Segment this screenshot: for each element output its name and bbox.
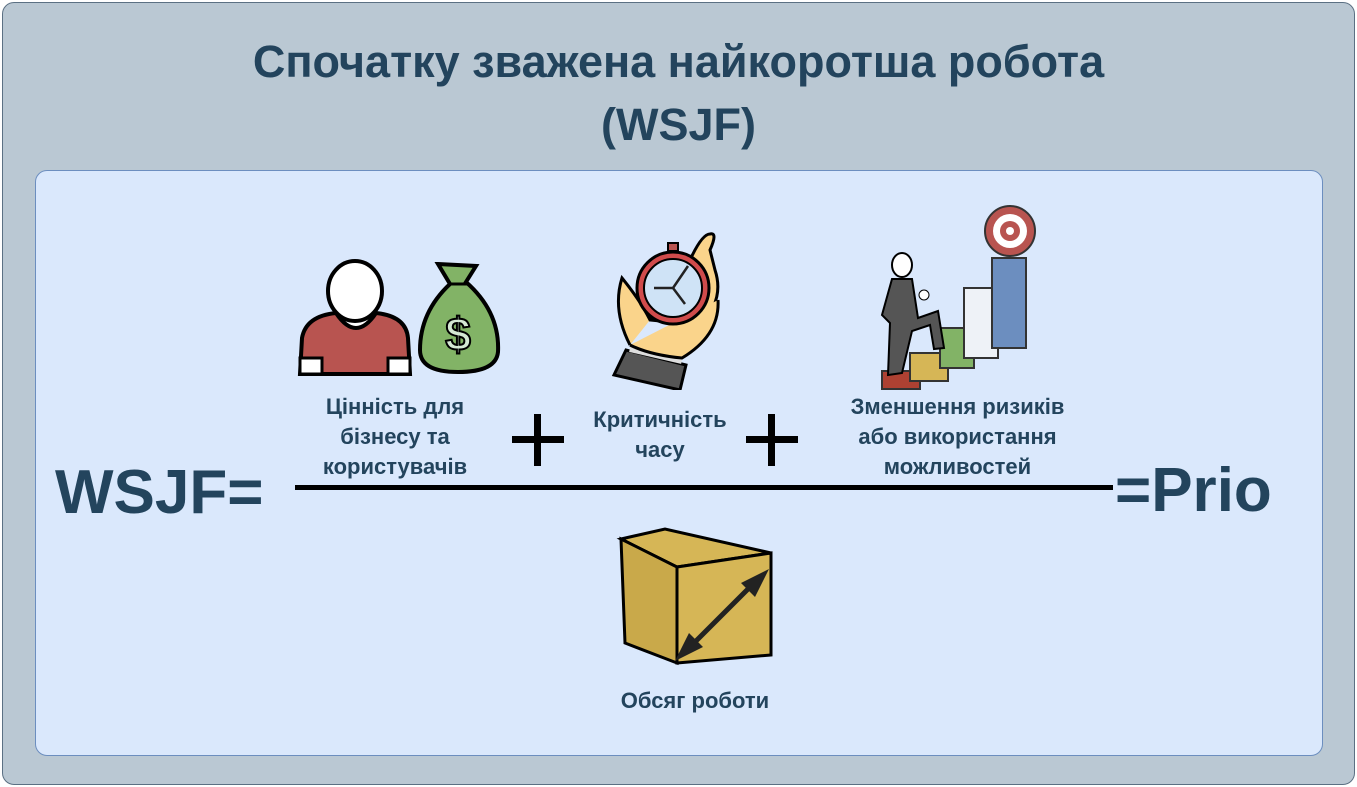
label-line: Цінність для [325, 394, 465, 419]
label-line: Критичність [593, 407, 727, 432]
person-icon [297, 259, 413, 376]
title-line-2: (WSJF) [601, 99, 756, 150]
fraction-line [295, 485, 1113, 490]
climbing-stairs-target-icon [880, 205, 1036, 390]
business-value-label: Цінність для бізнесу та користувачів [290, 392, 500, 482]
time-criticality-label: Критичність часу [570, 405, 750, 465]
label-line: Зменшення ризиків [850, 394, 1065, 419]
label-line: бізнесу та [340, 424, 450, 449]
risk-reduction-label: Зменшення ризиків або використання можли… [815, 392, 1100, 482]
equals-prio: =Prio [1115, 456, 1272, 525]
label-line: часу [635, 437, 685, 462]
label-line: користувачів [322, 454, 468, 479]
label-line: або використання [858, 424, 1057, 449]
box-size-icon [616, 527, 773, 666]
stopwatch-hand-icon [611, 232, 720, 390]
label-line: можливостей [883, 454, 1032, 479]
svg-text:$: $ [445, 308, 471, 360]
page-title: Спочатку зважена найкоротша робота (WSJF… [0, 30, 1357, 156]
plus-sign [746, 414, 798, 466]
plus-sign [512, 414, 564, 466]
title-line-1: Спочатку зважена найкоротша робота [252, 36, 1105, 87]
money-bag-icon: $ [417, 262, 501, 374]
job-size-label: Обсяг роботи [620, 688, 770, 713]
wsjf-equals: WSJF= [55, 458, 264, 527]
